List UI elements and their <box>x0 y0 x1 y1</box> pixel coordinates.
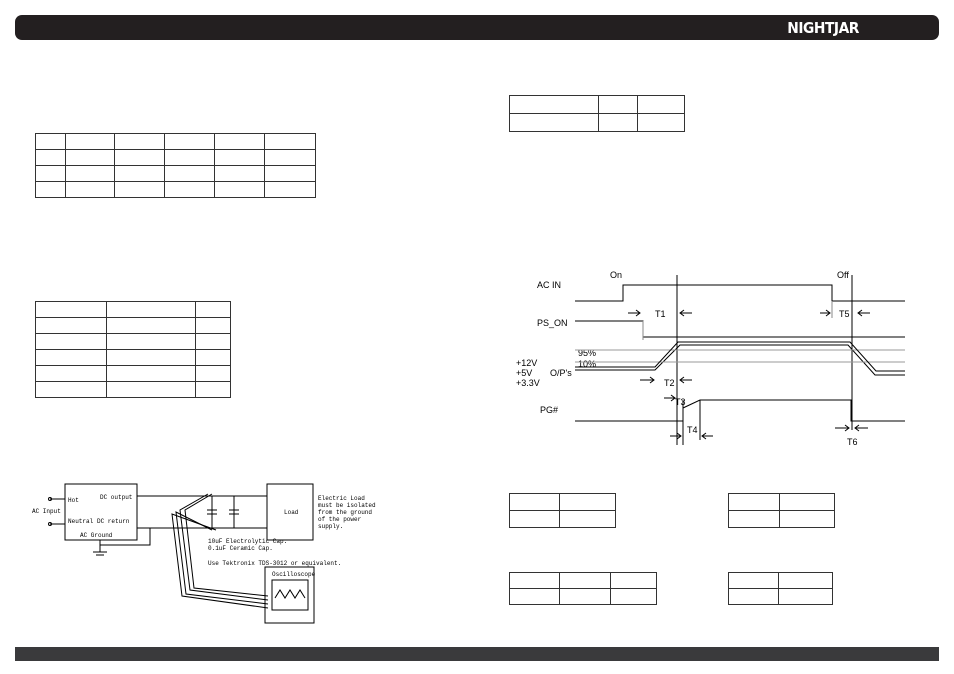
table-row <box>509 588 657 605</box>
probe-cable <box>184 493 269 597</box>
neutral-label: Neutral <box>68 518 94 525</box>
footer-bar <box>15 647 939 661</box>
output-waveform <box>575 344 905 376</box>
table-row <box>728 588 833 605</box>
table-row <box>509 572 657 589</box>
on-label: On <box>610 270 622 280</box>
v12-label: +12V <box>516 358 537 368</box>
oscilloscope-screen <box>271 579 309 611</box>
load-note: Electric Load <box>318 495 365 502</box>
table-right-b <box>728 493 835 528</box>
table-right-d <box>728 572 833 605</box>
ps-on-label: PS_ON <box>537 318 568 328</box>
table-left-2 <box>35 301 231 398</box>
load-note: must be isolated <box>318 502 376 509</box>
t6-label: T6 <box>847 437 858 447</box>
probe-note: Use Tektronix TDS-3012 or equivalent. <box>208 560 341 567</box>
table-row <box>35 149 316 166</box>
power-supply-box <box>64 483 138 541</box>
pg-label: PG# <box>540 405 558 415</box>
load-note: of the power <box>318 516 362 523</box>
off-label: Off <box>837 270 849 280</box>
ac-ground-label: AC Ground <box>80 532 113 539</box>
table-row <box>35 381 231 398</box>
ac-input-label: AC Input <box>32 508 61 515</box>
oscilloscope-label: Oscilloscope <box>272 571 316 578</box>
table-row <box>35 317 231 334</box>
load-note: from the ground <box>318 509 372 516</box>
table-right-c <box>509 572 657 605</box>
timing-arrows <box>628 309 870 440</box>
load-box <box>266 483 314 541</box>
cap-note: 0.1uF Ceramic Cap. <box>208 545 273 552</box>
dc-output-label: DC output <box>100 494 132 501</box>
wire <box>100 528 151 546</box>
t1-label: T1 <box>655 309 666 319</box>
v33-label: +3.3V <box>516 378 540 388</box>
load-note: supply. <box>318 523 343 530</box>
pct95-label: 95% <box>578 348 596 358</box>
cap-note: 10uF Electrolytic Cap. <box>208 538 287 545</box>
output-waveform <box>575 341 905 372</box>
ops-label: O/P's <box>550 368 572 378</box>
v5-label: +5V <box>516 368 532 378</box>
terminal <box>48 497 52 501</box>
ac-in-label: AC IN <box>537 280 561 290</box>
ac-in-waveform <box>575 284 905 302</box>
probe-cable <box>171 513 269 609</box>
load-label: Load <box>284 509 299 516</box>
t5-label: T5 <box>839 309 850 319</box>
table-right-a <box>509 493 616 528</box>
table-left-1 <box>35 133 316 198</box>
terminal <box>48 522 52 526</box>
t4-label: T4 <box>687 425 698 435</box>
header-bar: NIGHTJAR <box>15 15 939 40</box>
probe-cable <box>179 493 269 601</box>
hot-label: Hot <box>68 497 79 504</box>
probe-cable <box>175 511 269 605</box>
t3-label: T3 <box>675 397 686 407</box>
dc-return-label: DC return <box>97 518 130 525</box>
table-row <box>35 181 316 198</box>
table-row <box>35 333 231 350</box>
table-right-top <box>509 95 685 132</box>
table-row <box>509 510 616 528</box>
table-row <box>509 113 685 132</box>
table-row <box>728 510 835 528</box>
pct10-label: 10% <box>578 359 596 369</box>
oscilloscope-box <box>264 566 315 624</box>
scope-trace <box>274 589 306 599</box>
brand-logo: NIGHTJAR <box>787 19 859 37</box>
t2-label: T2 <box>664 378 675 388</box>
